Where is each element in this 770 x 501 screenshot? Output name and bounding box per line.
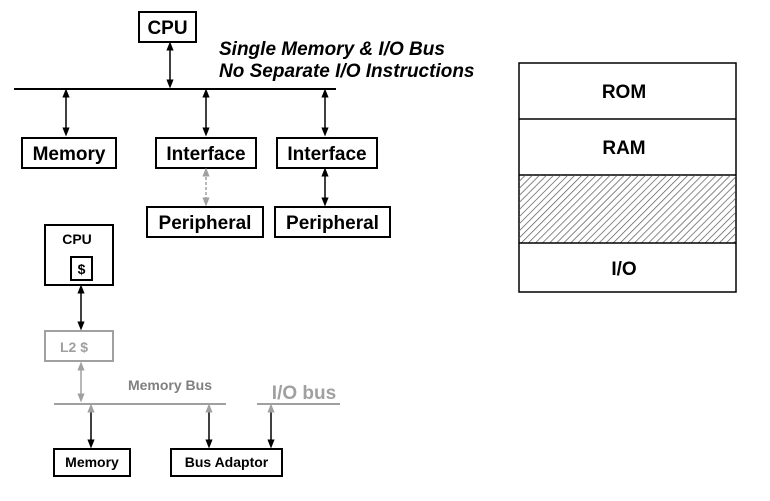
caption-line-1: Single Memory & I/O Bus — [219, 39, 445, 60]
interface-right-label: Interface — [287, 144, 366, 165]
io-label: I/O — [611, 259, 636, 280]
bottom-system-diagram: CPU $ L2 $ Memory Bus I/O bus Memory Bus… — [44, 224, 340, 477]
rom-label: ROM — [602, 82, 646, 103]
l2-cache-label: L2 $ — [60, 339, 88, 355]
interface-left-label: Interface — [166, 144, 245, 165]
caption-line-2: No Separate I/O Instructions — [219, 61, 475, 82]
memory-bus-label: Memory Bus — [128, 377, 212, 393]
ram-label: RAM — [602, 138, 645, 159]
memory-map: ROM RAM I/O — [518, 62, 737, 293]
memory-label: Memory — [33, 144, 106, 165]
peripheral-left-label: Peripheral — [159, 213, 252, 234]
io-bus-label: I/O bus — [272, 383, 336, 404]
peripheral-left-box — [146, 206, 264, 238]
top-system-diagram: CPU Single Memory & I/O Bus No Separate … — [14, 11, 475, 238]
bus-adaptor-label: Bus Adaptor — [185, 454, 269, 470]
memory-box — [21, 137, 117, 169]
peripheral-right-label: Peripheral — [286, 213, 379, 234]
peripheral-right-box — [274, 206, 391, 238]
interface-right-box — [276, 137, 378, 169]
cache-box — [70, 256, 93, 281]
bottom-memory-label: Memory — [65, 454, 119, 470]
unused-address-hatched-region — [519, 175, 736, 243]
interface-left-box — [155, 137, 257, 169]
bottom-memory-box — [53, 448, 131, 477]
l2-cache-box — [44, 330, 114, 362]
cache-label: $ — [78, 261, 86, 277]
cpu-cache-label: CPU — [62, 231, 92, 247]
bus-adaptor-box — [170, 448, 283, 477]
cpu-label: CPU — [147, 18, 187, 39]
